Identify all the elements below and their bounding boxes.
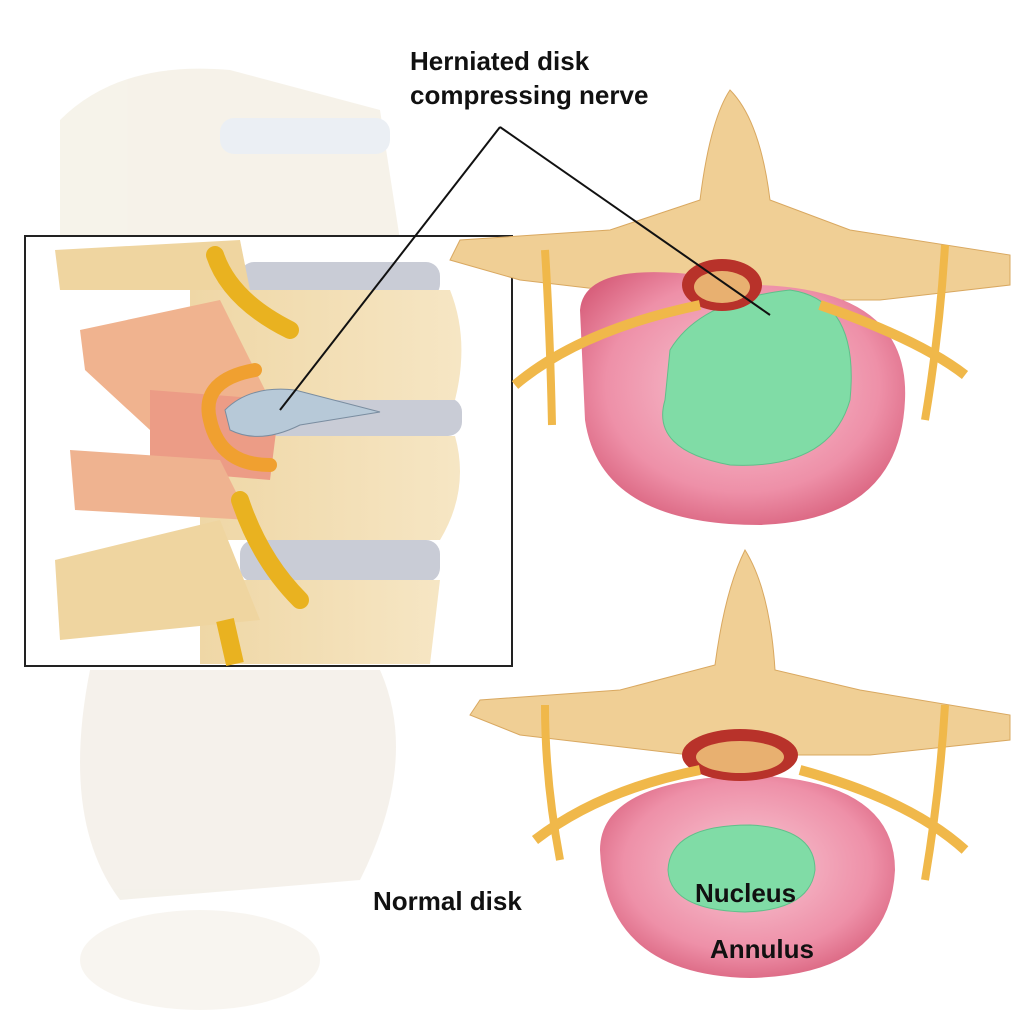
- herniated-disk-axial-view: [449, 89, 1011, 525]
- nucleus-label: Nucleus: [695, 878, 797, 908]
- normal-disk-label: Normal disk: [373, 886, 522, 916]
- herniated-label-line2: compressing nerve: [410, 80, 649, 110]
- annulus-label: Annulus: [710, 934, 814, 964]
- herniated-label-line1: Herniated disk: [410, 46, 590, 76]
- lateral-spine-inset: [24, 235, 513, 667]
- faded-spine-background: [60, 68, 400, 1010]
- leader-line-to-axial: [499, 126, 771, 316]
- leader-line-to-inset: [279, 126, 501, 411]
- herniated-disk-label: Herniated disk compressing nerve: [410, 44, 648, 112]
- normal-disk-axial-view: [469, 548, 1011, 978]
